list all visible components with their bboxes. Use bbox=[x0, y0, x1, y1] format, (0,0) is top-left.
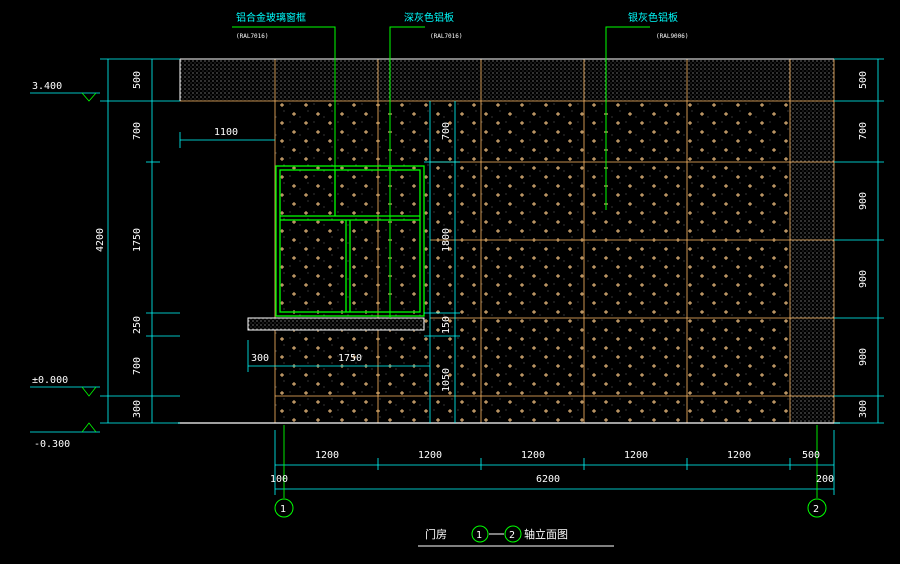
axis-bubble-2: 2 bbox=[807, 498, 827, 518]
bottom-dim-500: 500 bbox=[802, 450, 820, 461]
left-dim-700b: 700 bbox=[132, 357, 143, 375]
dim-300-sill: 300 bbox=[251, 353, 269, 364]
dim-1800: 1800 bbox=[441, 228, 452, 252]
callout-silver-grey-label: 银灰色铝板 bbox=[628, 11, 678, 24]
title-axis-from: 1 bbox=[476, 530, 482, 541]
aluminium-panel-area bbox=[275, 101, 790, 423]
bottom-dim-1200a: 1200 bbox=[315, 450, 339, 461]
callout-dark-grey-code: (RAL7016) bbox=[430, 33, 463, 40]
right-dimension-lines bbox=[834, 58, 884, 424]
left-dim-700: 700 bbox=[132, 122, 143, 140]
callout-leaders bbox=[232, 26, 650, 318]
callout-window-code: (RAL7016) bbox=[236, 33, 269, 40]
bottom-offset-100: 100 bbox=[270, 474, 288, 485]
bottom-dim-1200c: 1200 bbox=[521, 450, 545, 461]
axis-label-2: 2 bbox=[813, 504, 819, 515]
bottom-dim-1200b: 1200 bbox=[418, 450, 442, 461]
left-dim-500: 500 bbox=[132, 71, 143, 89]
building-facade bbox=[178, 58, 840, 424]
elevation-markers bbox=[81, 92, 97, 433]
elevation-zero: ±0.000 bbox=[32, 375, 68, 386]
bottom-dim-1200d: 1200 bbox=[624, 450, 648, 461]
axis-label-1: 1 bbox=[280, 504, 286, 515]
title-prefix: 门房 bbox=[425, 527, 447, 541]
window bbox=[247, 165, 425, 331]
left-dim-300: 300 bbox=[132, 400, 143, 418]
left-dim-texts: 4200 500 700 1750 250 700 300 bbox=[95, 71, 143, 418]
title-axis-to: 2 bbox=[509, 530, 515, 541]
bottom-dim-1200e: 1200 bbox=[727, 450, 751, 461]
right-dim-300: 300 bbox=[858, 400, 869, 418]
elevation-texts: 3.400 ±0.000 -0.300 bbox=[32, 81, 70, 450]
inner-dimension-lines bbox=[179, 101, 460, 423]
parapet-band bbox=[180, 59, 834, 101]
bottom-dimension-lines bbox=[274, 430, 835, 495]
dim-150: 150 bbox=[441, 316, 452, 334]
right-dim-900b: 900 bbox=[858, 270, 869, 288]
dim-1100: 1100 bbox=[214, 127, 238, 138]
panel-grid bbox=[180, 59, 835, 423]
callout-window-label: 铝合金玻璃窗框 bbox=[236, 11, 306, 24]
right-dim-900a: 900 bbox=[858, 192, 869, 210]
right-dim-texts: 500 700 900 900 900 300 bbox=[858, 71, 869, 418]
axis-bubble-1: 1 bbox=[274, 498, 294, 518]
right-dim-900c: 900 bbox=[858, 348, 869, 366]
dim-700-inner: 700 bbox=[441, 122, 452, 140]
right-column-band bbox=[790, 101, 834, 423]
left-dimension-lines bbox=[30, 58, 180, 433]
callout-silver-grey-code: (RAL9006) bbox=[656, 33, 689, 40]
elevation-top: 3.400 bbox=[32, 81, 62, 92]
left-dim-1750: 1750 bbox=[132, 228, 143, 252]
right-dim-500: 500 bbox=[858, 71, 869, 89]
inner-dim-texts: 1100 300 1750 700 1800 150 1050 bbox=[214, 122, 452, 392]
axis-leaders bbox=[283, 425, 818, 498]
left-total-dim: 4200 bbox=[95, 228, 106, 252]
left-dim-250: 250 bbox=[132, 316, 143, 334]
dim-1750-horizontal: 1750 bbox=[338, 353, 362, 364]
right-dim-700: 700 bbox=[858, 122, 869, 140]
window-sill bbox=[247, 317, 425, 331]
title-suffix: 轴立面图 bbox=[524, 527, 568, 541]
elevation-bottom: -0.300 bbox=[34, 439, 70, 450]
callout-texts: 铝合金玻璃窗框 (RAL7016) 深灰色铝板 (RAL7016) 银灰色铝板 … bbox=[236, 11, 689, 40]
bottom-offset-200: 200 bbox=[816, 474, 834, 485]
bottom-total-6200: 6200 bbox=[536, 474, 560, 485]
callout-dark-grey-label: 深灰色铝板 bbox=[404, 11, 454, 24]
dim-1050: 1050 bbox=[441, 368, 452, 392]
drawing-title: 门房 1 2 轴立面图 bbox=[418, 525, 614, 547]
bottom-dim-texts: 1200 1200 1200 1200 1200 500 6200 100 20… bbox=[270, 450, 834, 485]
